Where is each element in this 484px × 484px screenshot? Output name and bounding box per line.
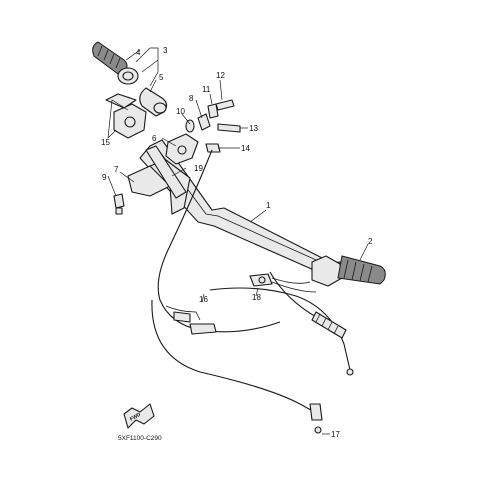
handlebar [139, 139, 345, 279]
callout-19: 19 [194, 164, 203, 173]
callout-10: 10 [176, 107, 185, 116]
callout-6: 6 [152, 134, 157, 143]
callout-2: 2 [368, 237, 373, 246]
callout-1: 1 [266, 201, 271, 210]
callout-labels: 3 4 5 12 11 8 10 13 15 6 14 7 19 9 1 2 1… [101, 46, 373, 439]
right-grip [311, 255, 386, 287]
lever-holder [165, 133, 199, 165]
callout-5: 5 [159, 73, 164, 82]
lever-bracket [113, 159, 191, 215]
callout-14: 14 [241, 144, 250, 153]
callout-11: 11 [202, 85, 211, 94]
callout-13: 13 [249, 124, 258, 133]
callout-12: 12 [216, 71, 225, 80]
direction-arrow-icon: FWD [123, 403, 155, 429]
hardware-set [185, 99, 241, 133]
callout-4: 4 [136, 48, 141, 57]
leader-lines [107, 47, 369, 435]
callout-16: 16 [199, 295, 208, 304]
clutch-cable [151, 271, 354, 434]
cable-end [205, 143, 221, 153]
callout-3: 3 [163, 46, 168, 55]
callout-7: 7 [114, 165, 119, 174]
callout-18: 18 [252, 293, 261, 302]
cable-holder [249, 273, 317, 293]
throttle-housing [105, 93, 147, 139]
fwd-label: FWD [129, 411, 142, 422]
bar-end-tube [145, 145, 187, 199]
callout-17: 17 [331, 430, 340, 439]
callout-15: 15 [101, 138, 110, 147]
throttle-tube [117, 67, 168, 117]
callout-9: 9 [102, 173, 107, 182]
callout-8: 8 [189, 94, 194, 103]
drawing-code: 5XF1100-C290 [118, 435, 162, 442]
